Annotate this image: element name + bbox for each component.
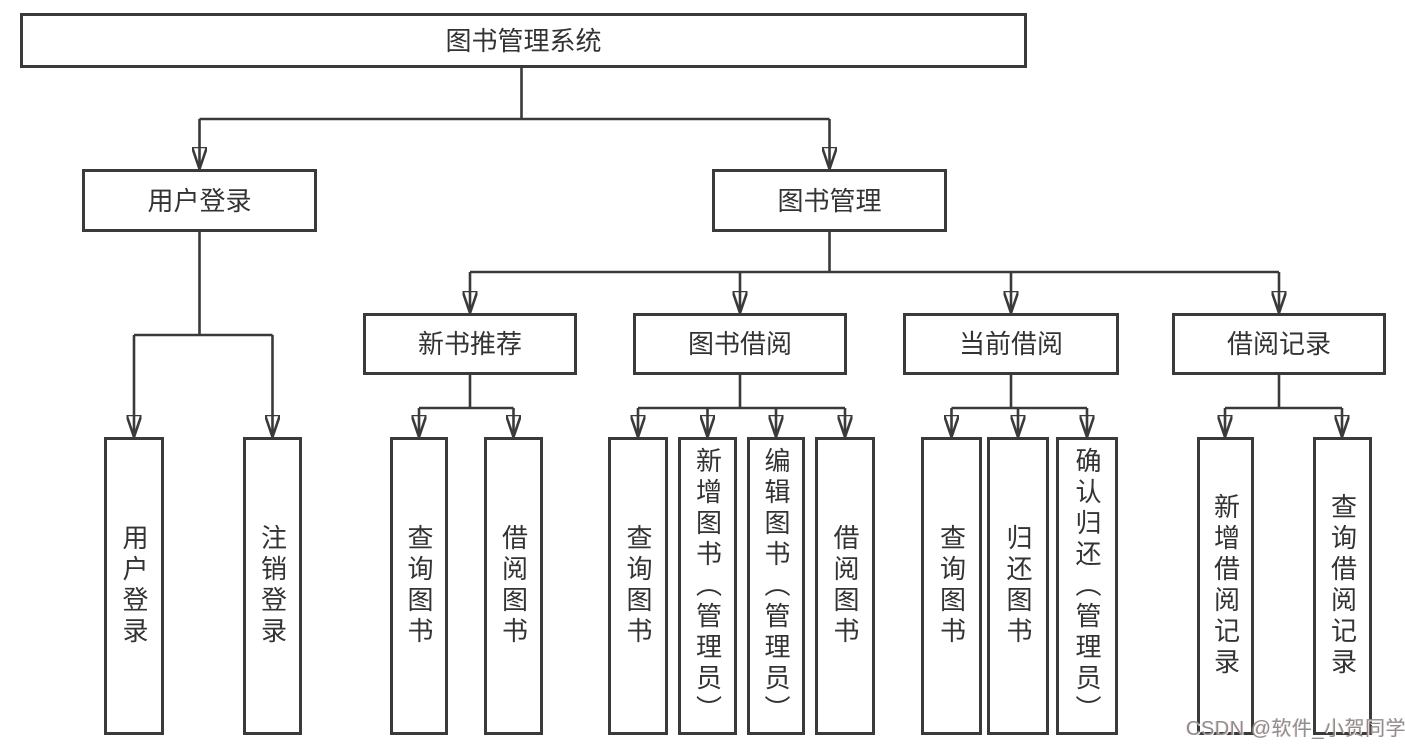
leaf-bb-borrow-books: 借阅图书 — [815, 437, 875, 735]
node-root-label: 图书管理系统 — [445, 25, 602, 56]
watermark: CSDN @软件_小贺同学 — [1186, 718, 1405, 740]
leaf-user-login: 用户登录 — [104, 437, 164, 735]
leaf-cb-confirm-return-admin: 确认归还（管理员） — [1056, 437, 1118, 735]
node-label: 用户登录 — [147, 185, 252, 216]
leaf-bb-edit-books-admin: 编辑图书（管理员） — [747, 437, 805, 735]
leaf-br-query-record: 查询借阅记录 — [1313, 437, 1372, 735]
node-new-book-recommend: 新书推荐 — [363, 313, 577, 375]
leaf-label: 编辑图书（管理员） — [761, 446, 791, 726]
node-label: 图书管理 — [777, 185, 882, 216]
node-current-borrowing: 当前借阅 — [903, 313, 1119, 375]
node-label: 当前借阅 — [958, 329, 1063, 359]
node-label: 图书借阅 — [687, 329, 792, 359]
leaf-label: 新增图书（管理员） — [692, 446, 723, 726]
node-user-login: 用户登录 — [82, 169, 317, 232]
leaf-label: 借阅图书 — [830, 524, 860, 648]
leaf-cb-return-books: 归还图书 — [987, 437, 1049, 735]
node-book-borrowing: 图书借阅 — [633, 313, 847, 375]
leaf-nbr-borrow-books: 借阅图书 — [484, 437, 543, 735]
node-borrowing-records: 借阅记录 — [1172, 313, 1386, 375]
leaf-label: 查询图书 — [936, 524, 967, 648]
node-root: 图书管理系统 — [20, 13, 1027, 68]
leaf-bb-add-books-admin: 新增图书（管理员） — [678, 437, 737, 735]
leaf-label: 借阅图书 — [498, 524, 529, 648]
leaf-label: 查询图书 — [623, 524, 653, 648]
node-label: 借阅记录 — [1226, 329, 1331, 359]
leaf-br-add-record: 新增借阅记录 — [1197, 437, 1254, 735]
leaf-bb-query-books: 查询图书 — [608, 437, 668, 735]
leaf-label: 确认归还（管理员） — [1072, 446, 1102, 726]
node-label: 新书推荐 — [417, 329, 522, 359]
leaf-label: 归还图书 — [1003, 524, 1033, 648]
leaf-nbr-query-books: 查询图书 — [390, 437, 448, 735]
node-book-management: 图书管理 — [712, 169, 947, 232]
leaf-label: 用户登录 — [119, 524, 149, 648]
leaf-logout: 注销登录 — [243, 437, 302, 735]
leaf-label: 新增借阅记录 — [1210, 493, 1241, 679]
leaf-label: 查询借阅记录 — [1327, 493, 1358, 679]
leaf-label: 查询图书 — [404, 524, 434, 648]
leaf-label: 注销登录 — [257, 524, 288, 648]
leaf-cb-query-books: 查询图书 — [921, 437, 982, 735]
